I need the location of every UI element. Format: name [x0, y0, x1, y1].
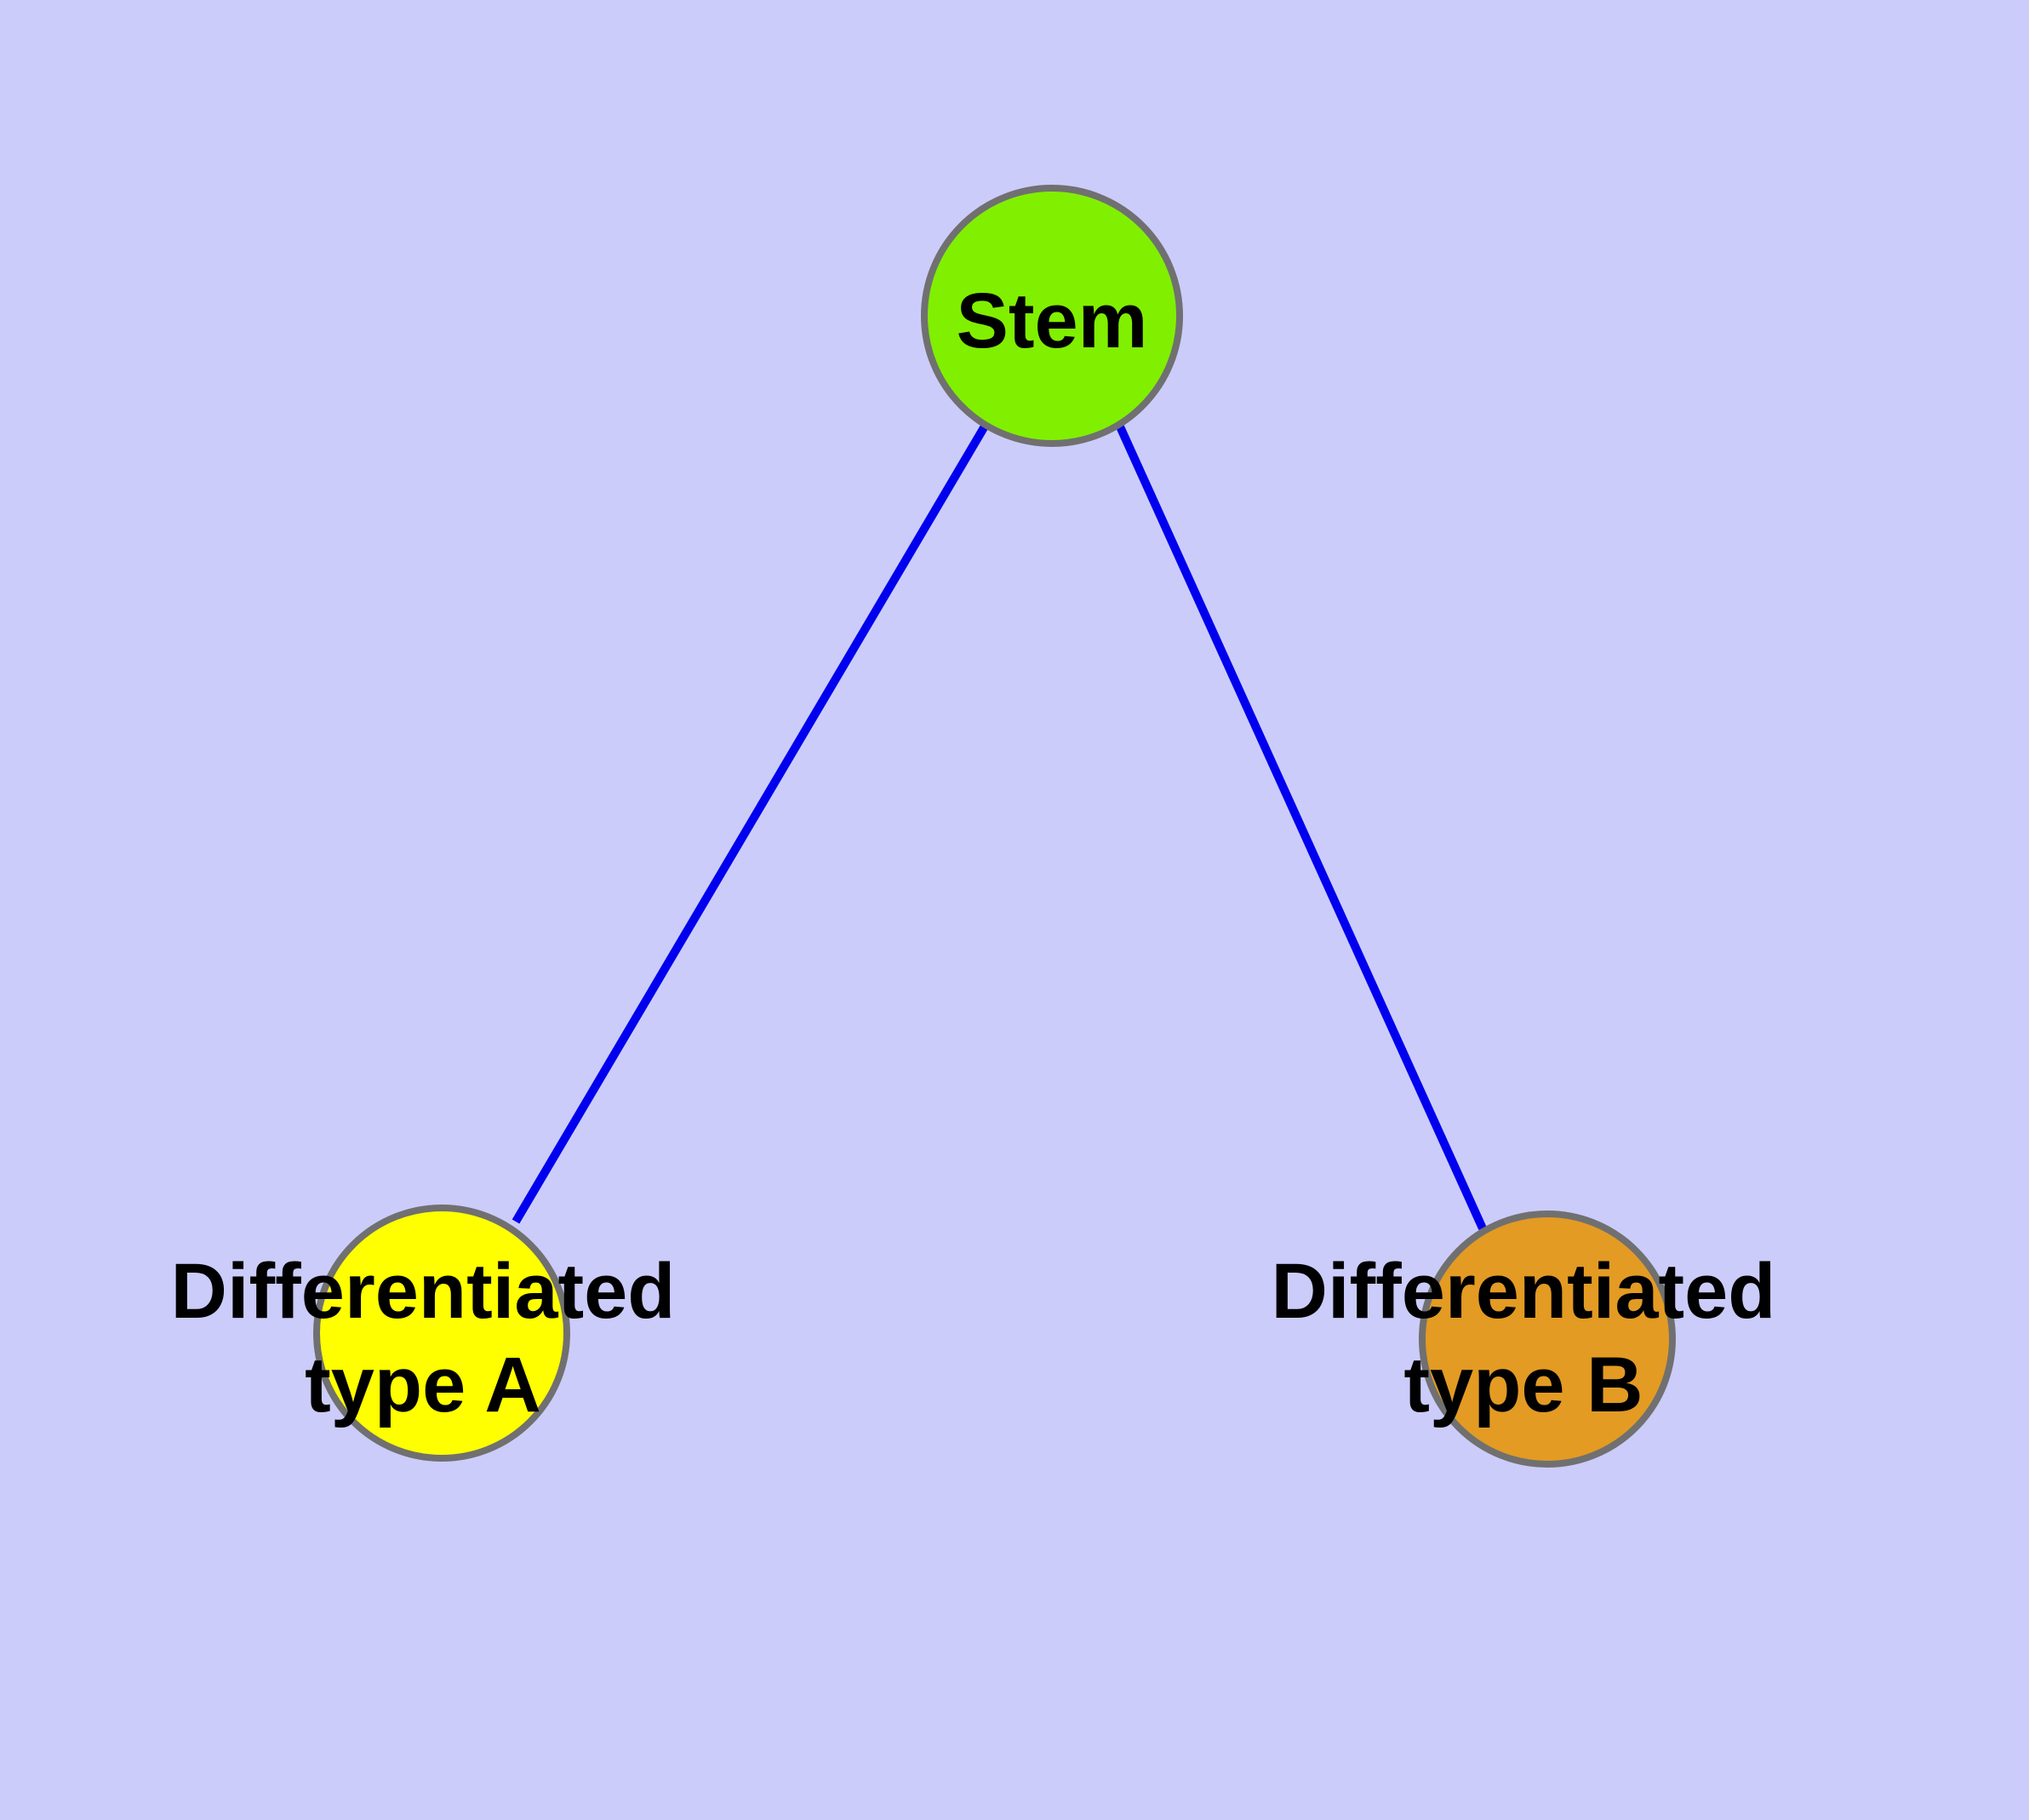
node-label-line: Differentiated	[171, 1248, 676, 1335]
node-label-line: type B	[1403, 1342, 1643, 1428]
graph-node-diff-b[interactable]	[1419, 1210, 1676, 1468]
node-label-line: Stem	[957, 278, 1148, 364]
node-label-line: type A	[305, 1342, 541, 1428]
edges-layer	[512, 422, 1487, 1231]
nodes-layer	[313, 185, 1676, 1468]
node-label-line: Differentiated	[1272, 1248, 1776, 1335]
graph-node-diff-a[interactable]	[313, 1205, 570, 1462]
node-label-stem: Stem	[957, 278, 1148, 364]
graph-edge-stem-to-diff-a[interactable]	[512, 422, 990, 1224]
graph-node-stem[interactable]	[921, 185, 1183, 447]
graph-edge-stem-to-diff-b[interactable]	[1115, 422, 1487, 1231]
